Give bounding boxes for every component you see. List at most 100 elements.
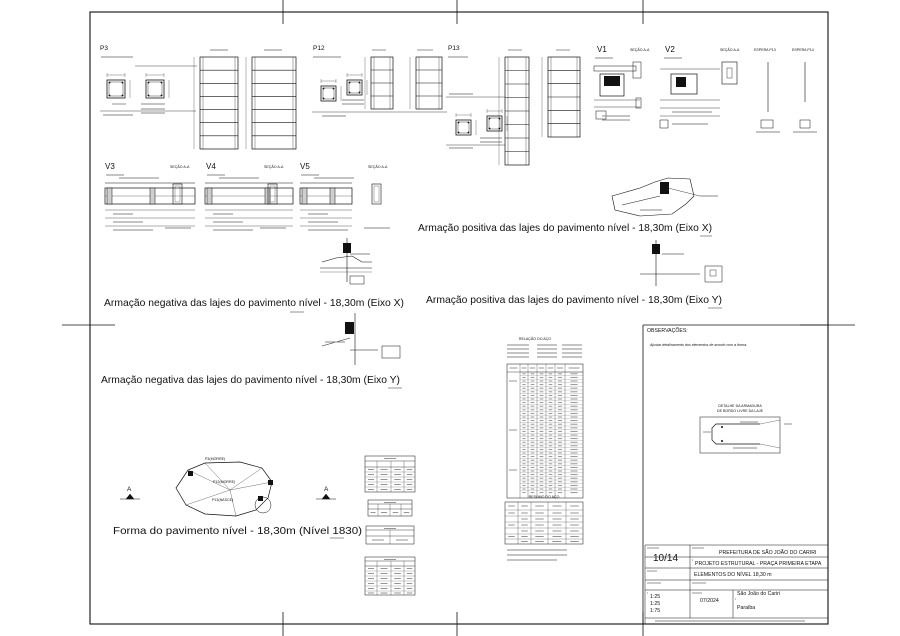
- drawing-circle: [108, 81, 111, 84]
- drawing-rect: [721, 61, 738, 85]
- negative-reinforcement-y-drawing: Armação negativa das lajes do pavimento …: [101, 313, 402, 389]
- steel-summary-title: RESUMO DO AÇO: [529, 495, 560, 499]
- rebar-shape: [711, 423, 760, 445]
- drawing-circle: [121, 81, 124, 84]
- drawing-rect: [659, 119, 669, 129]
- sheet-content: ELEMENTOS DO NÍVEL 18,30 m: [694, 571, 772, 578]
- drawing-title: Armação positiva das lajes do pavimento …: [418, 222, 712, 234]
- drawing-rect: [329, 187, 336, 205]
- drawing-line: [229, 467, 263, 491]
- drawing-rect: [264, 187, 271, 205]
- section-mark-left: A: [127, 486, 132, 493]
- steel-summary-table: RESUMO DO AÇO: [504, 495, 584, 561]
- drawing-circle: [160, 94, 163, 97]
- drawing-circle: [720, 425, 724, 429]
- filled-section: [345, 322, 354, 334]
- notes-heading: OBSERVAÇÕES:: [647, 327, 688, 334]
- drawing-line: [759, 443, 781, 449]
- steel-list-table: RELAÇÃO DO AÇO: [506, 336, 584, 499]
- drawing-rect: [322, 87, 335, 100]
- section-label: SEÇÃO A-A: [264, 164, 284, 169]
- drawing-rect: [149, 187, 156, 205]
- drawing-rect: [147, 81, 163, 97]
- drawing-rect: [595, 110, 607, 120]
- column-starter-bars: ESPERA P13 ESPERA P14: [754, 48, 817, 133]
- starter-bars-label: ESPERA P14: [792, 48, 814, 52]
- drawing-circle: [348, 81, 351, 84]
- drawing-circle: [322, 87, 325, 90]
- drawing-rect: [174, 185, 181, 203]
- drawing-rect: [486, 115, 503, 132]
- drawing-rect: [670, 73, 698, 95]
- drawing-outline: [611, 177, 695, 217]
- positive-reinforcement-y-drawing: Armação positiva das lajes do pavimento …: [426, 240, 723, 309]
- drawing-rect: [206, 187, 213, 205]
- starter-bars-label: ESPERA P13: [754, 48, 776, 52]
- drawing-circle: [457, 121, 460, 124]
- form-plan-tables: [364, 455, 416, 596]
- drawing-circle: [467, 131, 470, 134]
- drawing-rect: [348, 81, 361, 94]
- sheet-number: 10/14: [653, 553, 678, 564]
- beam-v5-label: V5: [300, 162, 310, 171]
- filled-section: [676, 77, 686, 87]
- title-block: 10/14 PREFEITURA DE SÃO JOÃO DO CARIRI P…: [644, 544, 828, 624]
- drawing-rect: [346, 79, 363, 96]
- client-name: PREFEITURA DE SÃO JOÃO DO CARIRI: [719, 549, 816, 556]
- drawing-rect: [267, 183, 278, 205]
- drawing-circle: [332, 87, 335, 90]
- drawing-circle: [720, 439, 724, 443]
- drawing-rect: [455, 119, 472, 136]
- drawing-rect: [106, 79, 126, 99]
- scale-value: 1:75: [650, 608, 660, 614]
- drawing-line: [621, 195, 661, 206]
- detail-title-line2: DE BORDO LIVRE DA LAJE: [717, 409, 764, 413]
- section-label: SEÇÃO A-A: [630, 47, 650, 52]
- rebar-shape: [321, 255, 372, 263]
- drawing-circle: [488, 117, 491, 120]
- detail-title-line1: DETALHE DA ARMADURA: [718, 404, 762, 408]
- slab-free-edge-detail: DETALHE DA ARMADURA DE BORDO LIVRE DA LA…: [699, 404, 792, 454]
- drawing-line: [667, 187, 701, 197]
- drawing-circle: [254, 496, 272, 514]
- filled-section: [268, 480, 273, 485]
- pillar-label: P13(NASCE): [212, 498, 233, 502]
- drawing-rect: [251, 56, 297, 150]
- notes-text: Ajustar detalhamento dos elementos de ac…: [649, 343, 747, 347]
- drawing-outline: [175, 461, 273, 517]
- drawing-rect: [320, 85, 337, 102]
- drawing-rect: [301, 187, 308, 205]
- sheet-frame: [62, 0, 855, 636]
- negative-reinforcement-x-drawing: Armação negativa das lajes do pavimento …: [104, 238, 404, 313]
- drawing-rect: [371, 183, 382, 205]
- floor-form-plan: P3(MORRE) P12(MORRE) P13(NASCE) A A Form…: [113, 457, 362, 539]
- drawing-circle: [332, 97, 335, 100]
- drawing-rect: [599, 73, 625, 97]
- drawing-rect: [381, 345, 401, 359]
- drawing-rect: [172, 183, 183, 205]
- scale-value: 1:25: [650, 594, 660, 600]
- drawing-rect: [760, 119, 774, 129]
- filled-section: [188, 471, 193, 476]
- section-label: SEÇÃO A-A: [720, 47, 740, 52]
- drawing-title: Armação positiva das lajes do pavimento …: [426, 294, 722, 306]
- column-p13-label: P13: [448, 45, 460, 52]
- beam-v4-label: V4: [206, 162, 216, 171]
- drawing-rect: [269, 185, 276, 203]
- drawing-line: [204, 462, 231, 491]
- column-p3-label: P3: [100, 45, 108, 52]
- beam-v2-label: V2: [665, 45, 675, 54]
- drawing-rect: [89, 11, 829, 625]
- drawing-circle: [147, 94, 150, 97]
- drawing-rect: [699, 416, 781, 454]
- drawing-rect: [364, 455, 416, 493]
- drawing-rect: [145, 79, 165, 99]
- beam-v1-detail: V1 SEÇÃO A-A: [593, 45, 650, 121]
- steel-list-title: RELAÇÃO DO AÇO: [519, 336, 551, 341]
- section-label: SEÇÃO A-A: [170, 164, 190, 169]
- beam-v2-detail: V2 SEÇÃO A-A: [659, 45, 740, 129]
- drawing-outline: [704, 265, 723, 283]
- drawing-title: Armação negativa das lajes do pavimento …: [104, 297, 404, 309]
- drawing-circle: [467, 121, 470, 124]
